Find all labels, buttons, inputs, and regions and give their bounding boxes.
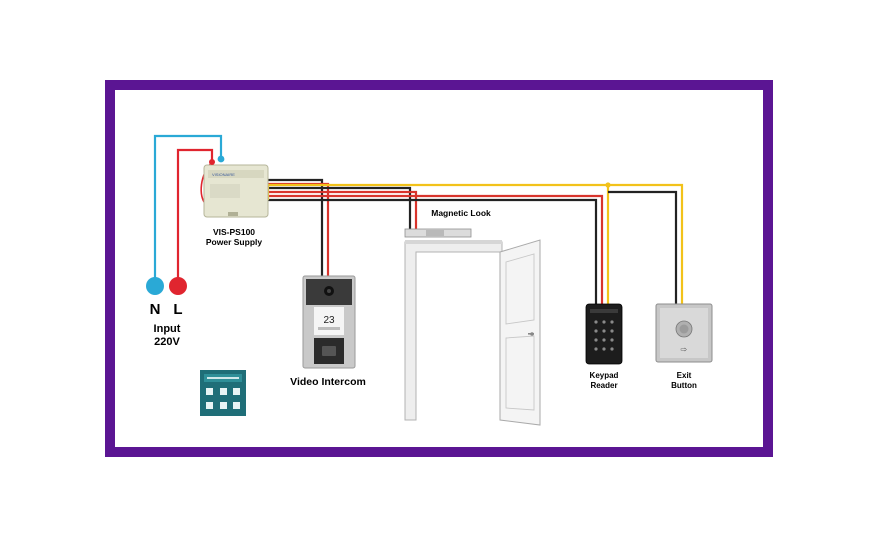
power-supply-name: VIS-PS100 bbox=[213, 227, 255, 237]
exit-door-icon: ⇨ bbox=[681, 345, 688, 354]
lock-power-wire bbox=[268, 190, 418, 229]
power-supply-brand: VISIONAIRE bbox=[212, 172, 235, 177]
neutral-wire bbox=[153, 134, 223, 278]
intercom-ground-wire bbox=[268, 178, 324, 276]
neutral-terminal-icon bbox=[146, 277, 164, 295]
magnetic-lock: Magnetic Look bbox=[404, 208, 491, 238]
input-label: Input bbox=[154, 323, 181, 335]
keypad-reader: Keypad Reader bbox=[585, 303, 623, 390]
keypad-power-wire bbox=[268, 194, 604, 304]
voltage-label: 220V bbox=[154, 336, 180, 348]
exit-label-line1: Exit bbox=[677, 371, 692, 380]
keypad-label-line1: Keypad bbox=[590, 371, 619, 380]
keypad-label-line2: Reader bbox=[590, 381, 617, 390]
signal-wire-exit bbox=[608, 183, 684, 304]
neutral-label: N bbox=[150, 301, 161, 318]
exit-label-line2: Button bbox=[671, 381, 697, 390]
power-supply-subtitle: Power Supply bbox=[206, 237, 262, 247]
live-connector-icon bbox=[209, 159, 215, 165]
exit-ground-wire bbox=[608, 190, 678, 304]
neutral-connector-icon bbox=[217, 155, 225, 163]
live-terminal-icon bbox=[169, 277, 187, 295]
intercom-display-number: 23 bbox=[323, 315, 335, 326]
lock-ground-wire bbox=[268, 186, 412, 229]
magnetic-lock-label: Magnetic Look bbox=[431, 208, 491, 218]
video-intercom: 23 Video Intercom bbox=[290, 275, 366, 388]
door-icon bbox=[404, 239, 541, 426]
mains-input: N L Input 220V bbox=[146, 277, 187, 348]
keypad-ground-wire bbox=[268, 198, 598, 304]
intercom-label: Video Intercom bbox=[290, 376, 366, 388]
signal-junction bbox=[605, 182, 611, 188]
keypad-keys bbox=[594, 320, 614, 351]
brochure-thumbnail-icon bbox=[200, 370, 246, 416]
intercom-power-wire bbox=[268, 182, 330, 276]
live-wire bbox=[176, 148, 214, 278]
exit-button: ⇨ Exit Button bbox=[655, 303, 713, 390]
live-label: L bbox=[173, 301, 182, 318]
wires bbox=[153, 134, 684, 304]
power-supply: VISIONAIRE VIS-PS100 Power Supply bbox=[203, 155, 269, 247]
